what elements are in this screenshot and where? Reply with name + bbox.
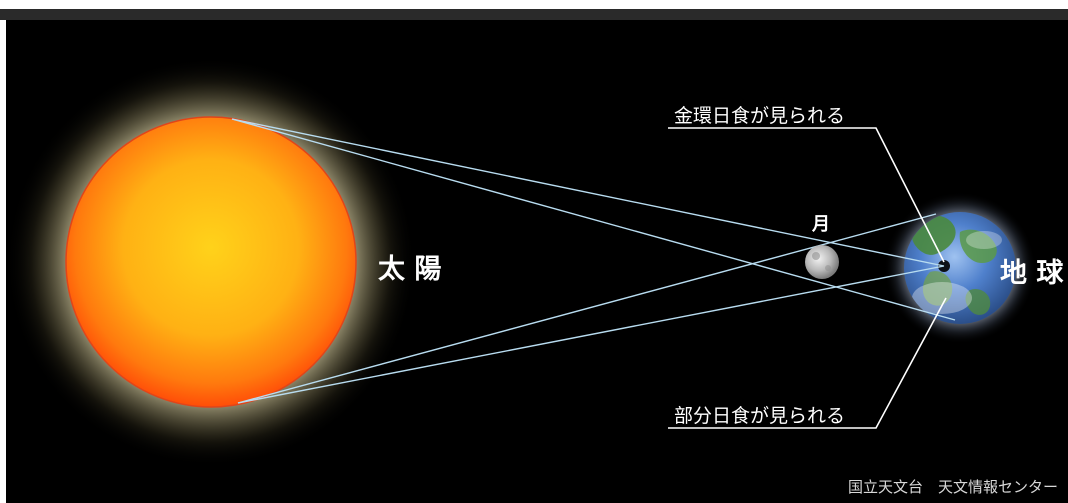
- sun: [65, 116, 357, 408]
- moon-crater: [812, 252, 820, 260]
- annular-eclipse-label: 金環日食が見られる: [674, 105, 845, 127]
- ray-top-outer: [231, 118, 956, 321]
- partial-eclipse-label: 部分日食が見られる: [674, 405, 845, 427]
- moon-crater: [825, 265, 831, 271]
- ray-top-inner: [231, 118, 945, 267]
- ray-bottom-inner: [237, 265, 945, 404]
- moon: [805, 245, 839, 279]
- sun-label: 太 陽: [378, 254, 441, 285]
- partial-leader: [668, 297, 947, 429]
- annular-leader: [668, 127, 945, 263]
- earth-label: 地 球: [1000, 258, 1064, 289]
- top-margin: [0, 0, 1068, 9]
- callout-lines: [668, 127, 947, 429]
- moon-label: 月: [811, 214, 830, 235]
- top-bar: [0, 9, 1068, 20]
- credit-text: 国立天文台 天文情報センター: [848, 478, 1058, 496]
